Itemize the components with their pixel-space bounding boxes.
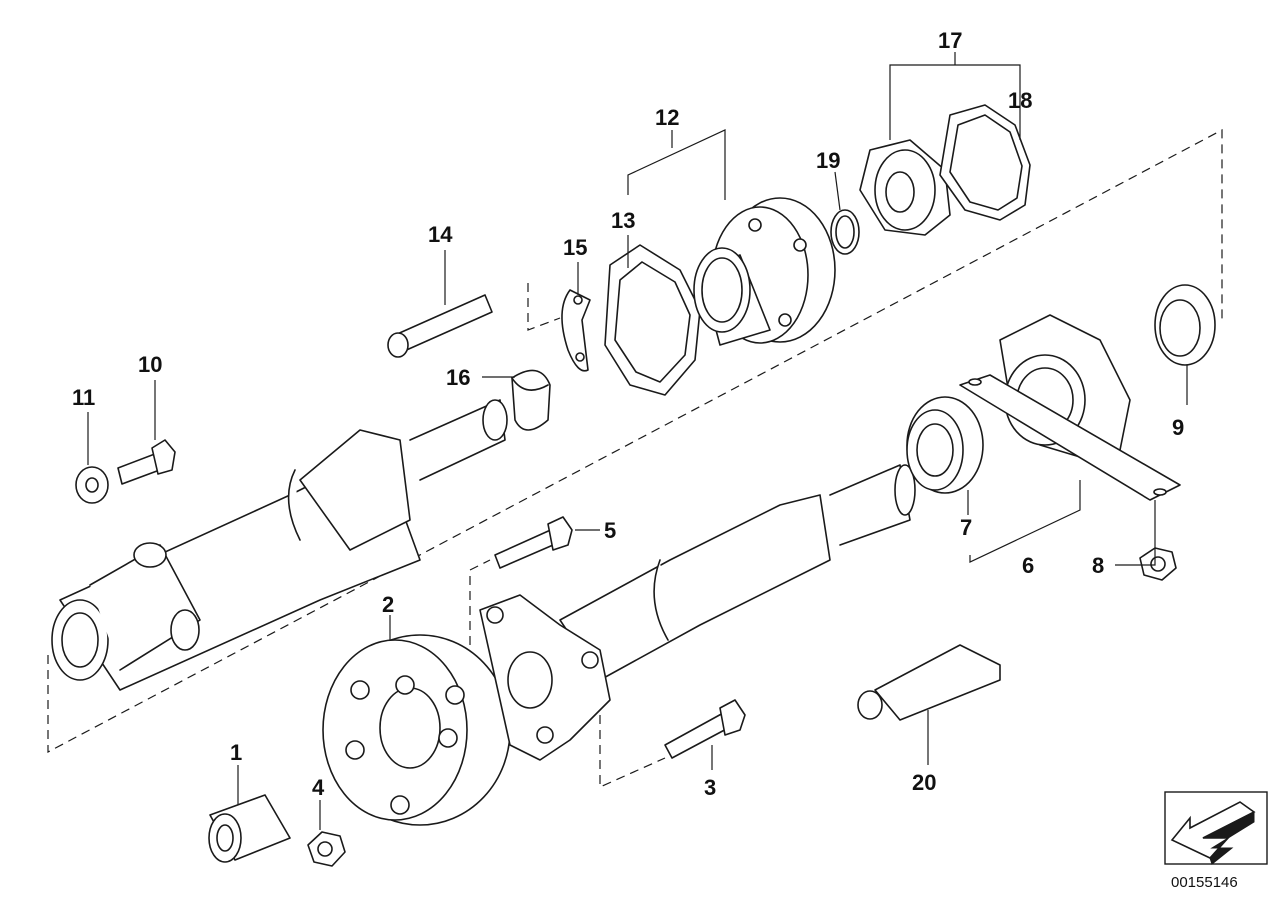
callout-17: 17: [938, 28, 962, 53]
washer[interactable]: [75, 466, 109, 504]
guide-pin[interactable]: [387, 294, 493, 358]
flexible-disc[interactable]: [322, 634, 511, 826]
callout-9: 9: [1172, 415, 1184, 440]
callout-16: 16: [446, 365, 470, 390]
hose-clamp[interactable]: [511, 369, 551, 431]
callout-18: 18: [1008, 88, 1032, 113]
hex-nut-small[interactable]: [307, 831, 346, 867]
shaft-flange[interactable]: [479, 594, 611, 761]
callout-19: 19: [816, 148, 840, 173]
callout-6: 6: [1022, 553, 1034, 578]
circlip[interactable]: [561, 289, 591, 372]
document-id: 00155146: [1171, 874, 1238, 891]
callout-labels: 1 2 3 4 5 6 7 8 9 10 11 12 13 14 15 16 1…: [72, 28, 1184, 800]
callout-5: 5: [604, 518, 616, 543]
callout-12: 12: [655, 105, 679, 130]
callout-10: 10: [138, 352, 162, 377]
callout-3: 3: [704, 775, 716, 800]
callout-8: 8: [1092, 553, 1104, 578]
large-gasket[interactable]: [939, 104, 1031, 221]
callout-15: 15: [563, 235, 587, 260]
center-support-bearing[interactable]: [959, 314, 1181, 501]
callout-20: 20: [912, 770, 936, 795]
callout-11: 11: [72, 385, 95, 410]
callout-14: 14: [428, 222, 453, 247]
protective-boot-cap[interactable]: [859, 139, 951, 236]
callout-13: 13: [611, 208, 635, 233]
constant-velocity-joint[interactable]: [693, 197, 836, 346]
assembly-guide-lines: [47, 129, 1223, 788]
ball-bearing[interactable]: [906, 396, 984, 494]
leader-lines: [87, 52, 1188, 830]
collar-nut[interactable]: [1139, 547, 1177, 581]
bushing[interactable]: [208, 794, 291, 863]
drive-shaft-front-section[interactable]: [51, 399, 508, 691]
callout-4: 4: [312, 775, 325, 800]
shaft-seal[interactable]: [1154, 284, 1216, 366]
hex-bolt-left[interactable]: [117, 439, 176, 485]
hex-bolt-upper[interactable]: [494, 516, 573, 569]
snap-ring[interactable]: [830, 209, 860, 255]
callout-1: 1: [230, 740, 242, 765]
drive-shaft-rear-section[interactable]: [559, 464, 916, 681]
gasket[interactable]: [604, 244, 701, 396]
callout-2: 2: [382, 592, 394, 617]
callout-7: 7: [960, 515, 972, 540]
grease-tube[interactable]: [857, 644, 1001, 721]
direction-arrow-icon: [1164, 791, 1268, 865]
hex-bolt-lower[interactable]: [664, 699, 746, 759]
